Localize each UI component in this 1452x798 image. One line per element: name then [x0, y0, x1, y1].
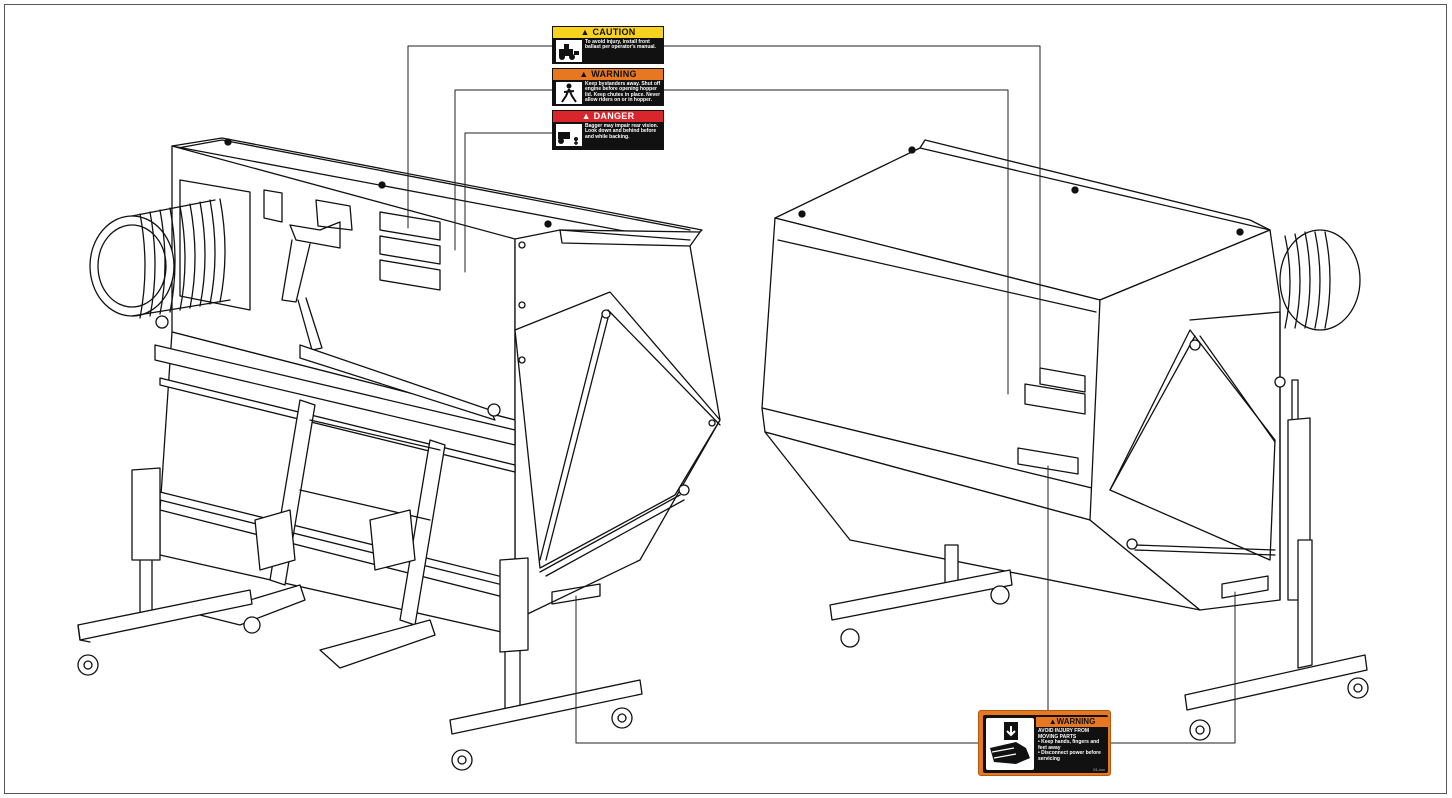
caution-header: ▲ CAUTION: [553, 27, 663, 38]
danger-text: Bagger may impair rear vision. Look down…: [585, 123, 659, 140]
warning-bottom-line2: • Disconnect power before servicing: [1038, 750, 1101, 762]
danger-header: ▲ DANGER: [553, 111, 663, 122]
right-bagger-view: [761, 139, 1369, 741]
danger-decal: ▲ DANGER Bagger may impair rear vision. …: [552, 110, 664, 150]
warning-bottom-title: AVOID INJURY FROM MOVING PARTS: [1038, 728, 1090, 740]
warning-bottom-header: ▲WARNING: [1036, 717, 1108, 727]
moving-parts-warning-decal: ▲WARNING AVOID INJURY FROM MOVING PARTS …: [978, 710, 1111, 776]
warning-header: ▲ WARNING: [553, 69, 663, 80]
callout-leaders: [407, 45, 1236, 744]
caution-text: To avoid injury, install front ballast p…: [585, 39, 656, 51]
tractor-ballast-icon: [556, 40, 582, 62]
warning-decal-body: ▲WARNING AVOID INJURY FROM MOVING PARTS …: [983, 715, 1108, 773]
warning-decal-top: ▲ WARNING Keep bystanders away. Shut off…: [552, 68, 664, 106]
warning-bottom-text: AVOID INJURY FROM MOVING PARTS • Keep ha…: [1038, 728, 1108, 762]
decal-part-code: 01-xxx: [1093, 767, 1105, 772]
caution-decal: ▲ CAUTION To avoid injury, install front…: [552, 26, 664, 64]
backing-hazard-icon: [556, 124, 582, 146]
hand-crush-icon: [986, 718, 1034, 770]
bystander-hazard-icon: [556, 82, 582, 104]
left-bagger-view: [77, 137, 721, 771]
warning-bottom-line1: • Keep hands, fingers and feet away: [1038, 739, 1100, 751]
diagram-frame: [4, 4, 1447, 794]
warning-text: Keep bystanders away. Shut off engine be…: [585, 81, 661, 103]
